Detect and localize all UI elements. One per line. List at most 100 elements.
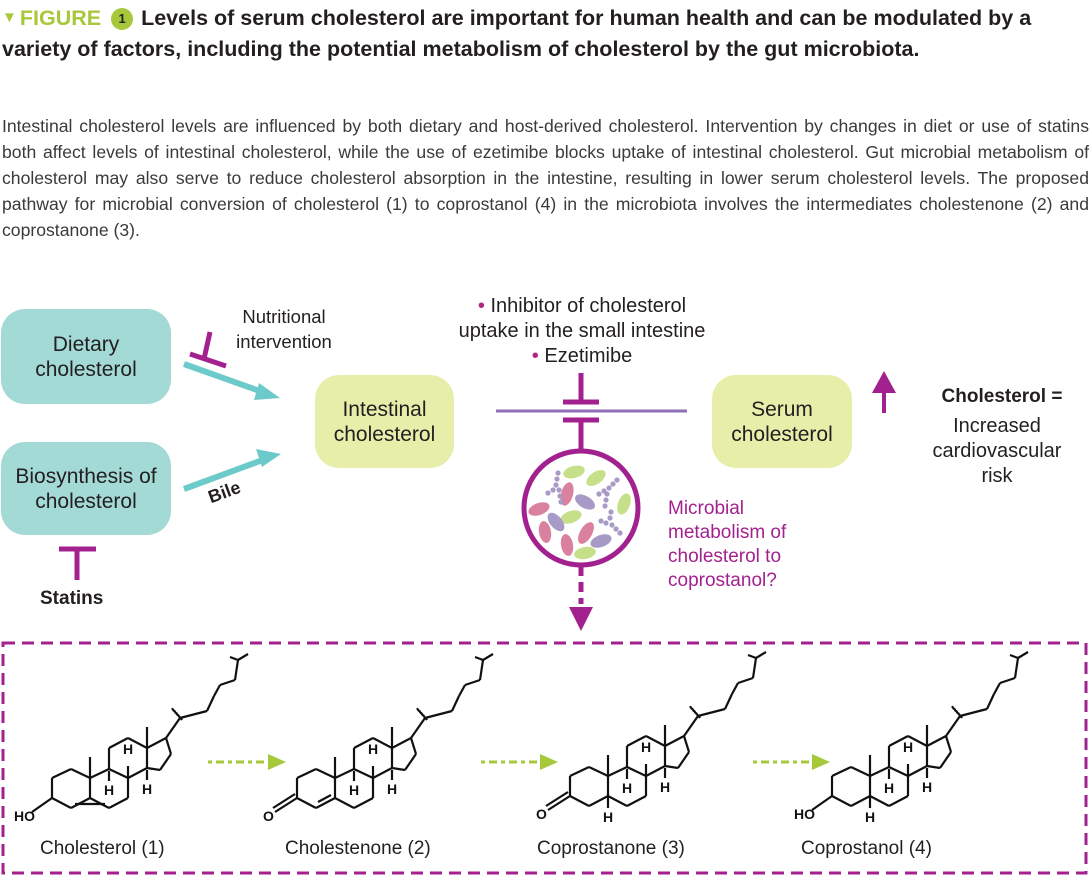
h-atom-label: H [142, 781, 152, 797]
side-chain-bond [731, 682, 739, 695]
ring-b-bond [626, 766, 647, 777]
bullet-icon: • [531, 345, 539, 367]
ring-d-bond [159, 753, 172, 771]
hydroxyl-bond [31, 797, 53, 813]
ring-a-bond [51, 797, 72, 809]
ring-d-bond [146, 737, 167, 749]
h-atom-label: H [922, 779, 932, 795]
side-chain-bond [959, 707, 988, 718]
hashed-wedge [416, 707, 420, 712]
ring-c-bond [626, 735, 647, 747]
pathway-arrow-1 [208, 754, 286, 770]
microbial-metabolism-label: Microbial metabolism of cholesterol to c… [668, 498, 787, 591]
ring-c-bond [108, 737, 129, 749]
side-chain-bond [737, 676, 754, 685]
ring-a-bond [850, 766, 871, 777]
statins-inhibition-mark [59, 546, 96, 580]
carbonyl-bond [274, 797, 298, 813]
side-chain-bond [1017, 651, 1029, 659]
nutritional-intervention-label: Nutritional intervention [236, 306, 332, 352]
side-chain-bond [206, 695, 215, 712]
side-chain-bond [464, 678, 481, 687]
ring-c-bond [372, 767, 393, 779]
carbonyl-bond [547, 795, 571, 811]
ring-b-bond [334, 768, 355, 779]
h-atom-label: H [104, 782, 114, 798]
carbonyl-o-label: O [536, 806, 547, 822]
ring-a-bond [70, 768, 91, 779]
h-atom-label: H [660, 779, 670, 795]
ring-d-bond [664, 735, 685, 747]
gut-microbiota-icon [521, 448, 641, 568]
side-chain-bond [755, 651, 767, 659]
ring-a-bond [51, 768, 72, 779]
compound-name-3: Coprostanone (3) [537, 838, 685, 859]
ring-c-bond [372, 737, 393, 749]
ring-a-bond [315, 797, 336, 809]
ring-a-bond [588, 795, 609, 807]
carbonyl-bond [545, 791, 569, 807]
ring-b-bond [607, 795, 628, 807]
ring-a-bond [569, 766, 590, 777]
pathway-box [1, 641, 1088, 875]
nutritional-inhibition-mark [189, 331, 227, 369]
h-atom-label: H [368, 741, 378, 757]
ezetimibe-block-mark [563, 373, 599, 450]
intestinal-cholesterol-node: Intestinal cholesterol [315, 375, 454, 468]
hashed-wedge [689, 705, 693, 710]
h-atom-label: H [349, 782, 359, 798]
ring-d-bond [664, 764, 679, 770]
dietary-cholesterol-label: Dietary cholesterol [35, 332, 137, 381]
bullet-icon: • [477, 295, 485, 317]
h-atom-label: H [884, 780, 894, 796]
ring-d-bond [677, 751, 690, 769]
compound-name-4: Coprostanol (4) [801, 838, 932, 859]
ring-d-bond [682, 735, 691, 753]
side-chain-bond [478, 659, 485, 681]
h-atom-label: H [865, 809, 875, 825]
ring-d-bond [391, 766, 406, 772]
dietary-to-intestinal-arrow [182, 361, 280, 400]
side-chain-bond [219, 678, 236, 687]
figure-number-badge: 1 [111, 8, 134, 30]
h-atom-label: H [903, 739, 913, 755]
ring-c-bond [645, 765, 666, 777]
ring-b-bond [353, 768, 374, 779]
h-atom-label: H [603, 809, 613, 825]
side-chain-bond [474, 655, 484, 662]
ring-b-bond [108, 768, 129, 779]
ring-d-bond [146, 766, 161, 772]
cardiovascular-risk-label: Increased cardiovascular risk [932, 415, 1062, 487]
statins-label: Statins [40, 588, 104, 609]
h-atom-label: H [123, 741, 133, 757]
figure-label: FIGURE [19, 6, 102, 30]
side-chain-bond [410, 717, 426, 739]
dietary-cholesterol-node: Dietary cholesterol [1, 309, 171, 404]
side-chain-bond [986, 693, 995, 710]
double-bond [317, 794, 332, 803]
ring-c-bond [888, 735, 909, 747]
ring-c-bond [907, 735, 928, 747]
ring-d-bond [404, 753, 417, 771]
serum-cholesterol-label: Serum cholesterol [731, 397, 833, 446]
ring-d-bond [164, 737, 173, 755]
biosynthesis-node: Biosynthesis of cholesterol [1, 442, 171, 535]
side-chain-bond [179, 709, 208, 720]
carbonyl-o-label: O [263, 808, 274, 824]
ezetimibe-label: Ezetimibe [544, 345, 633, 367]
side-chain-bond [724, 693, 733, 710]
biosynthesis-label: Biosynthesis of cholesterol [15, 464, 157, 513]
side-chain-bond [747, 653, 757, 660]
h-atom-label: H [387, 781, 397, 797]
ring-b-bond [334, 797, 355, 809]
ring-a-bond [569, 795, 590, 807]
side-chain-bond [945, 715, 961, 737]
ring-c-bond [645, 735, 666, 747]
collapse-triangle-icon[interactable]: ▼ [2, 9, 17, 26]
ring-d-bond [939, 751, 952, 769]
carbonyl-bond [272, 793, 296, 809]
hydroxyl-label: HO [14, 808, 35, 824]
side-chain-bond [424, 709, 453, 720]
ring-a-bond [588, 766, 609, 777]
